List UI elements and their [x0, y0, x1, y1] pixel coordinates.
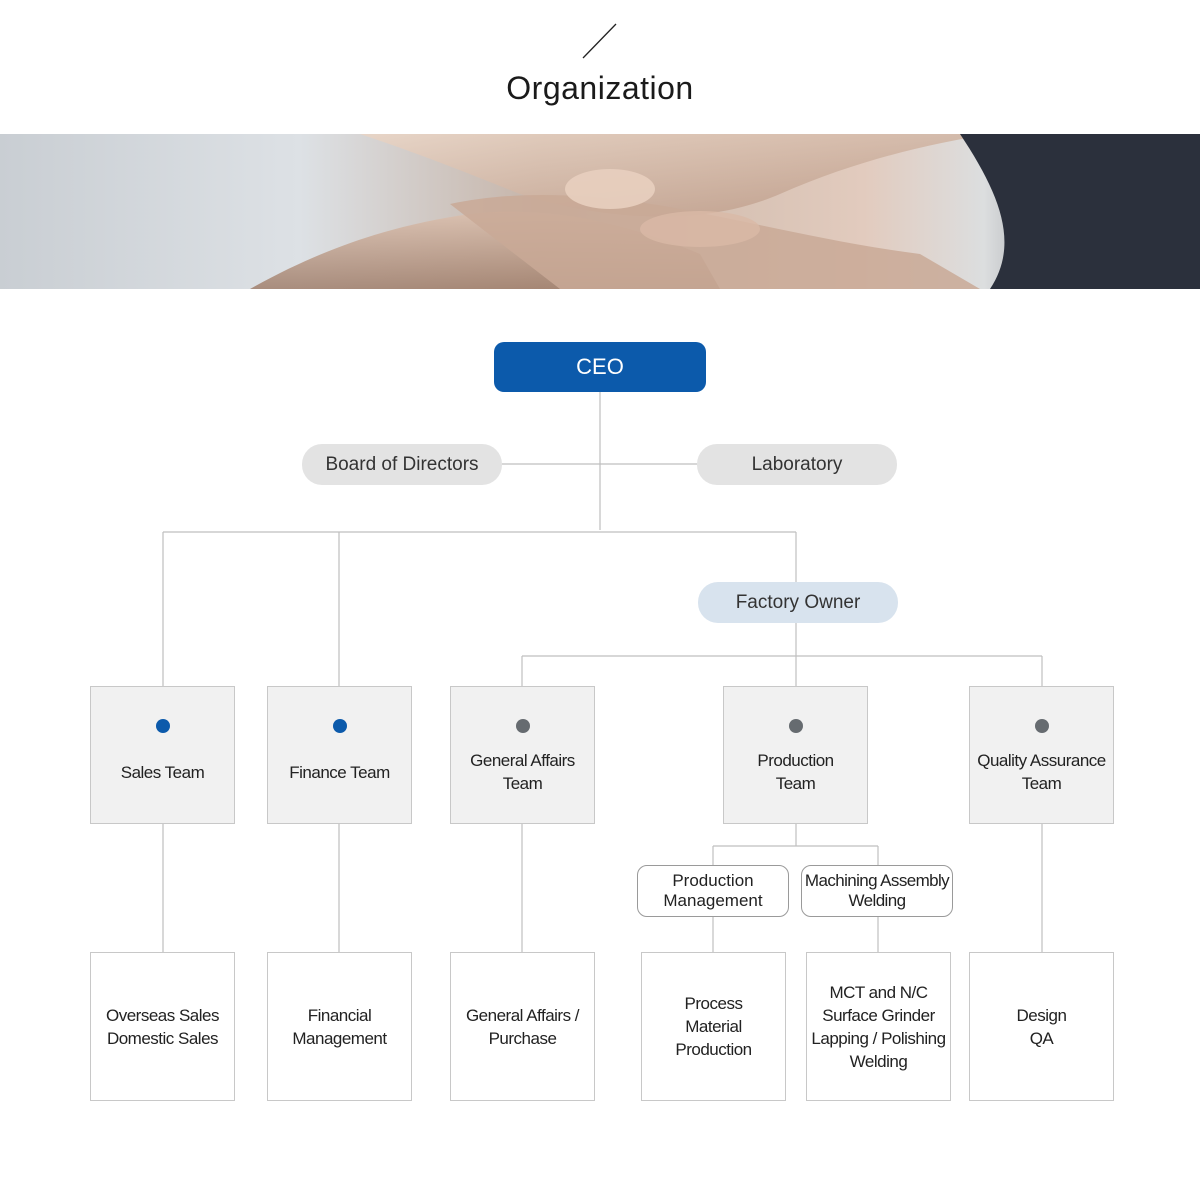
quality-assurance-team-label: Quality Assurance Team — [977, 751, 1106, 793]
gray-dot-icon — [788, 719, 803, 733]
finance-duties-node: Financial Management — [267, 952, 412, 1101]
production-management-duties-node: Process Material Production — [641, 952, 786, 1101]
finance-team-node: Finance Team — [267, 686, 412, 824]
board-of-directors-node: Board of Directors — [302, 444, 502, 485]
header-slash-decoration — [582, 23, 617, 59]
ceo-node: CEO — [494, 342, 706, 392]
factory-owner-node: Factory Owner — [698, 582, 898, 623]
sales-team-node: Sales Team — [90, 686, 235, 824]
gray-dot-icon — [1034, 719, 1049, 733]
general-affairs-team-label: General Affairs Team — [470, 751, 575, 793]
sales-duties-node: Overseas Sales Domestic Sales — [90, 952, 235, 1101]
sales-team-label: Sales Team — [120, 762, 205, 782]
general-affairs-duties-node: General Affairs / Purchase — [450, 952, 595, 1101]
laboratory-node: Laboratory — [697, 444, 897, 485]
quality-duties-node: Design QA — [969, 952, 1114, 1101]
blue-dot-icon — [332, 719, 347, 733]
page-title: Organization — [506, 70, 694, 106]
general-affairs-team-node: General Affairs Team — [450, 686, 595, 824]
quality-assurance-team-node: Quality Assurance Team — [969, 686, 1114, 824]
production-management-node: Production Management — [637, 865, 789, 917]
production-team-node: Production Team — [723, 686, 868, 824]
banner-image — [0, 134, 1200, 289]
production-team-label: Production Team — [757, 751, 834, 793]
machining-duties-node: MCT and N/C Surface Grinder Lapping / Po… — [806, 952, 951, 1101]
blue-dot-icon — [155, 719, 170, 733]
finance-team-label: Finance Team — [289, 762, 390, 782]
gray-dot-icon — [515, 719, 530, 733]
machining-assembly-welding-node: Machining Assembly Welding — [801, 865, 953, 917]
